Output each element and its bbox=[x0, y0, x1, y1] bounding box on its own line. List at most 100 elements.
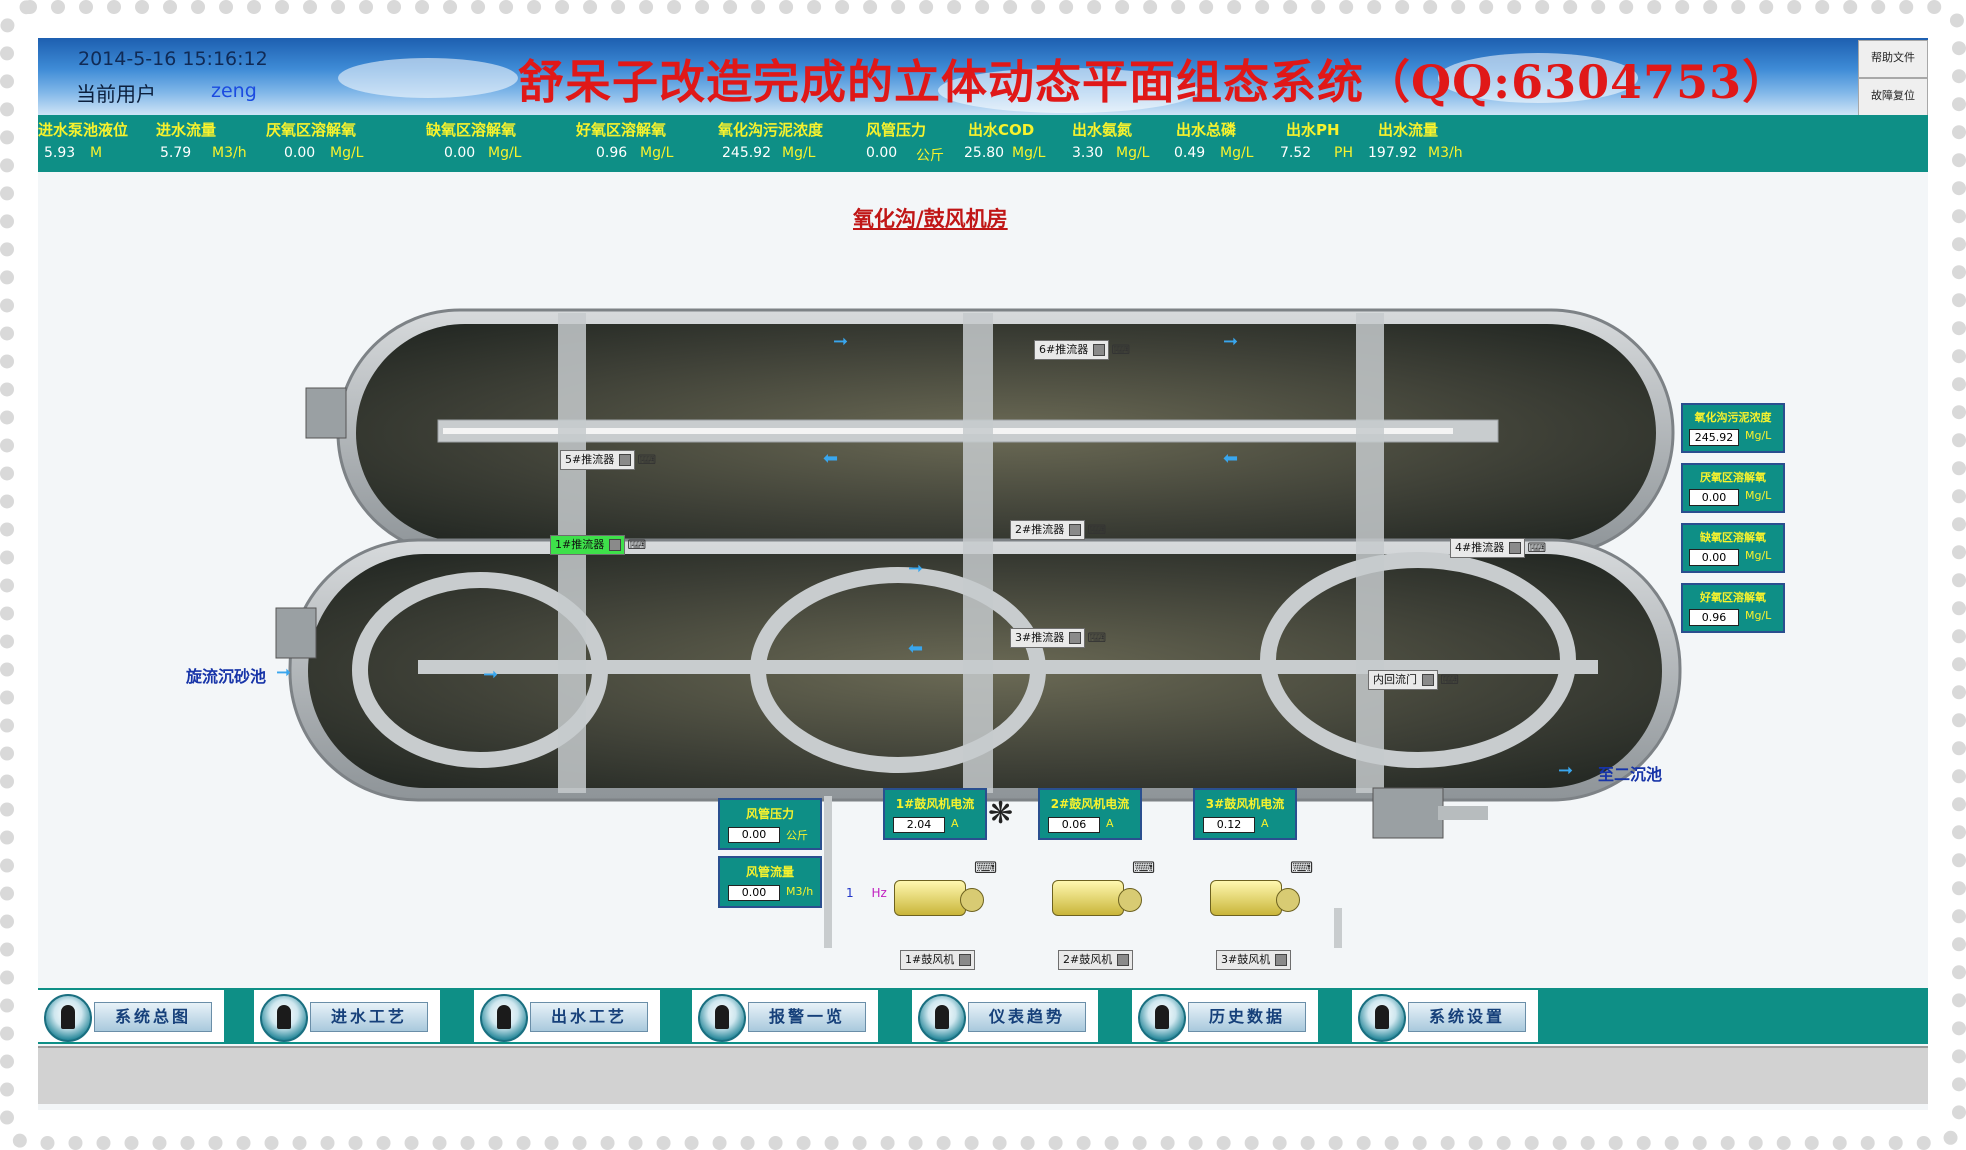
status-indicator bbox=[1069, 632, 1082, 644]
nav-inlet-process[interactable]: 进水工艺 bbox=[254, 990, 440, 1042]
metric-anaerobic-do: 厌氧区溶解氧 0.00 Mg/L bbox=[266, 119, 363, 161]
nav-label: 出水工艺 bbox=[530, 1002, 648, 1032]
readout-value: 0.06 bbox=[1048, 817, 1100, 833]
nav-label: 系统总图 bbox=[94, 1002, 212, 1032]
mixer-label: 4#推流器 bbox=[1455, 541, 1505, 554]
mixer-3-tag[interactable]: 3#推流器⌨ bbox=[1010, 628, 1106, 648]
nav-label: 报警一览 bbox=[748, 1002, 866, 1032]
computer-icon: ⌨ bbox=[1527, 541, 1547, 556]
metric-value: 5.93 bbox=[44, 145, 76, 161]
mixer-5-tag[interactable]: 5#推流器 ⌨ bbox=[560, 450, 656, 470]
readout-unit: A bbox=[951, 817, 959, 830]
metric-air-pressure: 风管压力 0.00 公斤 bbox=[866, 119, 944, 164]
side-readout-anoxic-do: 缺氧区溶解氧 0.00 Mg/L bbox=[1681, 523, 1785, 573]
outlet-arrow-icon: ➞ bbox=[1558, 760, 1574, 781]
nav-history-data[interactable]: 历史数据 bbox=[1132, 990, 1318, 1042]
sky-cloud bbox=[938, 68, 1198, 113]
hmi-screen: 2014-5-16 15:16:12 当前用户 zeng 舒呆子改造完成的立体动… bbox=[38, 38, 1928, 1110]
metric-value: 0.00 bbox=[284, 145, 316, 161]
readout-value: 0.00 bbox=[728, 827, 780, 843]
status-indicator bbox=[1509, 542, 1522, 554]
metric-name: 出水氨氮 bbox=[1072, 121, 1133, 139]
blower-body bbox=[1052, 880, 1124, 916]
mixer-4-tag[interactable]: 4#推流器 ⌨ bbox=[1450, 538, 1546, 558]
status-indicator bbox=[619, 454, 632, 466]
metric-sludge-concentration: 氧化沟污泥浓度 245.92 Mg/L bbox=[718, 119, 824, 161]
nav-system-settings[interactable]: 系统设置 bbox=[1352, 990, 1538, 1042]
mixer-1-tag[interactable]: 1#推流器⌨ bbox=[550, 535, 646, 555]
readout-value: 0.00 bbox=[728, 885, 780, 901]
current-user-label: 当前用户 bbox=[76, 82, 156, 106]
computer-icon: ⌨ bbox=[1440, 673, 1459, 688]
flow-arrow-right-icon: ➞ bbox=[483, 664, 499, 685]
mixer-2-tag[interactable]: 2#推流器⌨ bbox=[1010, 520, 1106, 540]
bottom-nav: 系统总图 进水工艺 出水工艺 报警一览 仪表趋势 历史数据 系统设置 bbox=[38, 988, 1928, 1044]
blower-body bbox=[1210, 880, 1282, 916]
metric-name: 进水流量 bbox=[156, 121, 217, 139]
blower-1-tag[interactable]: 1#鼓风机 bbox=[900, 950, 976, 970]
outlet-label: 至二沉池 bbox=[1598, 765, 1663, 784]
readout-unit: Mg/L bbox=[1745, 429, 1772, 442]
section-title: 氧化沟/鼓风机房 bbox=[853, 206, 1008, 231]
flow-arrow-right-icon: ➞ bbox=[908, 558, 924, 579]
blower-2[interactable]: ⌨ bbox=[1038, 858, 1155, 928]
readout-value: 0.00 bbox=[1689, 549, 1739, 566]
nav-alarm-list[interactable]: 报警一览 bbox=[692, 990, 878, 1042]
metric-name: 氧化沟污泥浓度 bbox=[718, 121, 824, 139]
oxidation-ditch-diagram bbox=[275, 308, 1682, 948]
operator-icon bbox=[918, 994, 966, 1042]
readout-name: 3#鼓风机电流 bbox=[1205, 797, 1285, 811]
blower-2-tag[interactable]: 2#鼓风机 bbox=[1058, 950, 1134, 970]
readout-name: 厌氧区溶解氧 bbox=[1700, 471, 1766, 484]
aeration-pipe bbox=[443, 428, 1453, 434]
mixer-label: 6#推流器 bbox=[1039, 343, 1089, 356]
internal-return-gate-tag[interactable]: 内回流门⌨ bbox=[1368, 670, 1459, 690]
computer-icon: ⌨ bbox=[637, 453, 657, 468]
frequency-unit: Hz bbox=[871, 886, 887, 900]
flow-arrow-left-icon: ⬅ bbox=[908, 638, 924, 659]
metrics-bar: 进水泵池液位 5.93 M 进水流量 5.79 M3/h 厌氧区溶解氧 0.00… bbox=[38, 115, 1928, 172]
mixer-6-tag[interactable]: 6#推流器⌨ bbox=[1034, 340, 1130, 360]
metric-aerobic-do: 好氧区溶解氧 0.96 Mg/L bbox=[576, 119, 673, 161]
nav-label: 历史数据 bbox=[1188, 1002, 1306, 1032]
metric-effluent-ph: 出水PH 7.52 PH bbox=[1280, 119, 1353, 161]
metric-value: 0.00 bbox=[444, 145, 476, 161]
nav-label: 进水工艺 bbox=[310, 1002, 428, 1032]
operator-icon bbox=[698, 994, 746, 1042]
air-pipe bbox=[824, 796, 1342, 948]
readout-name: 缺氧区溶解氧 bbox=[1700, 531, 1766, 544]
status-indicator bbox=[1069, 524, 1082, 536]
blower-label: 1#鼓风机 bbox=[905, 953, 955, 966]
mixer-label: 5#推流器 bbox=[565, 453, 615, 466]
mixer-label: 2#推流器 bbox=[1015, 523, 1065, 536]
readout-name: 1#鼓风机电流 bbox=[895, 797, 975, 811]
metric-unit: Mg/L bbox=[488, 145, 522, 161]
datetime: 2014-5-16 15:16:12 bbox=[78, 48, 268, 70]
blower-1[interactable]: ⌨ bbox=[880, 858, 997, 928]
nav-instrument-trends[interactable]: 仪表趋势 bbox=[912, 990, 1098, 1042]
operator-icon bbox=[480, 994, 528, 1042]
help-button[interactable]: 帮助文件 bbox=[1858, 40, 1928, 78]
nav-label: 系统设置 bbox=[1408, 1002, 1526, 1032]
readout-unit: Mg/L bbox=[1745, 549, 1772, 562]
metric-name: 出水总磷 bbox=[1176, 121, 1237, 139]
blower-fan-housing bbox=[1118, 888, 1142, 912]
blower-label: 3#鼓风机 bbox=[1221, 953, 1271, 966]
sky-cloud bbox=[1438, 53, 1638, 103]
metric-unit: M bbox=[90, 145, 103, 161]
computer-icon: ⌨ bbox=[627, 538, 647, 553]
nav-system-overview[interactable]: 系统总图 bbox=[38, 990, 224, 1042]
flow-arrow-right-icon: ➞ bbox=[1223, 331, 1239, 352]
readout-name: 风管流量 bbox=[745, 865, 794, 879]
readout-unit: Mg/L bbox=[1745, 489, 1772, 502]
metric-value: 0.00 bbox=[866, 145, 898, 161]
blower-3-tag[interactable]: 3#鼓风机 bbox=[1216, 950, 1292, 970]
metric-name: 风管压力 bbox=[866, 121, 927, 139]
nav-outlet-process[interactable]: 出水工艺 bbox=[474, 990, 660, 1042]
lower-divider-wall bbox=[418, 660, 1598, 674]
computer-icon: ⌨ bbox=[1132, 858, 1156, 877]
status-indicator bbox=[1275, 954, 1288, 966]
flow-arrow-left-icon: ⬅ bbox=[1223, 448, 1239, 469]
blower-3[interactable]: ⌨ bbox=[1196, 858, 1313, 928]
fault-reset-button[interactable]: 故障复位 bbox=[1858, 78, 1928, 116]
